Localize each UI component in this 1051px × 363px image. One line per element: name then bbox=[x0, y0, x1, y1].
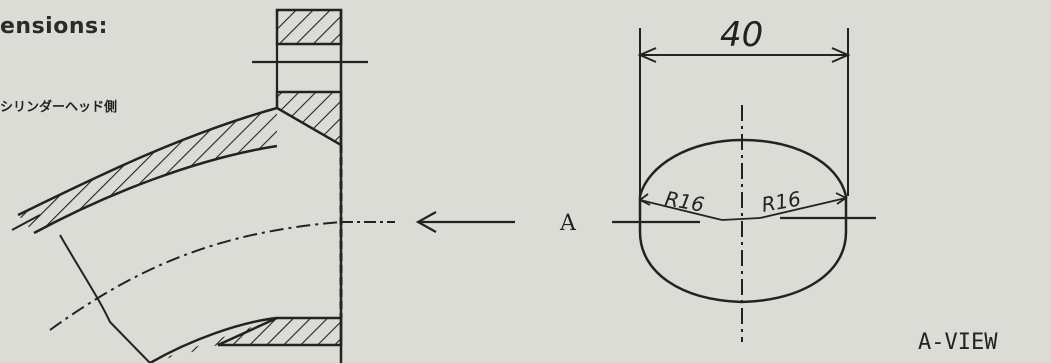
part-label: シリンダーヘッド側 bbox=[0, 100, 118, 115]
dimension-40 bbox=[637, 28, 851, 196]
view-arrow-a bbox=[341, 211, 515, 233]
arrow-label: A bbox=[559, 211, 577, 236]
pipe-wall-lower bbox=[49, 221, 342, 363]
flange-section bbox=[217, 8, 368, 363]
radius-left-label: R16 bbox=[663, 186, 706, 216]
pipe-wall-upper bbox=[11, 106, 278, 235]
view-caption: A-VIEW bbox=[918, 330, 998, 355]
dimension-width-label: 40 bbox=[720, 15, 763, 55]
heading-text: ensions: bbox=[0, 14, 108, 39]
a-view-profile bbox=[612, 105, 876, 342]
radius-right-label: R16 bbox=[760, 186, 803, 216]
